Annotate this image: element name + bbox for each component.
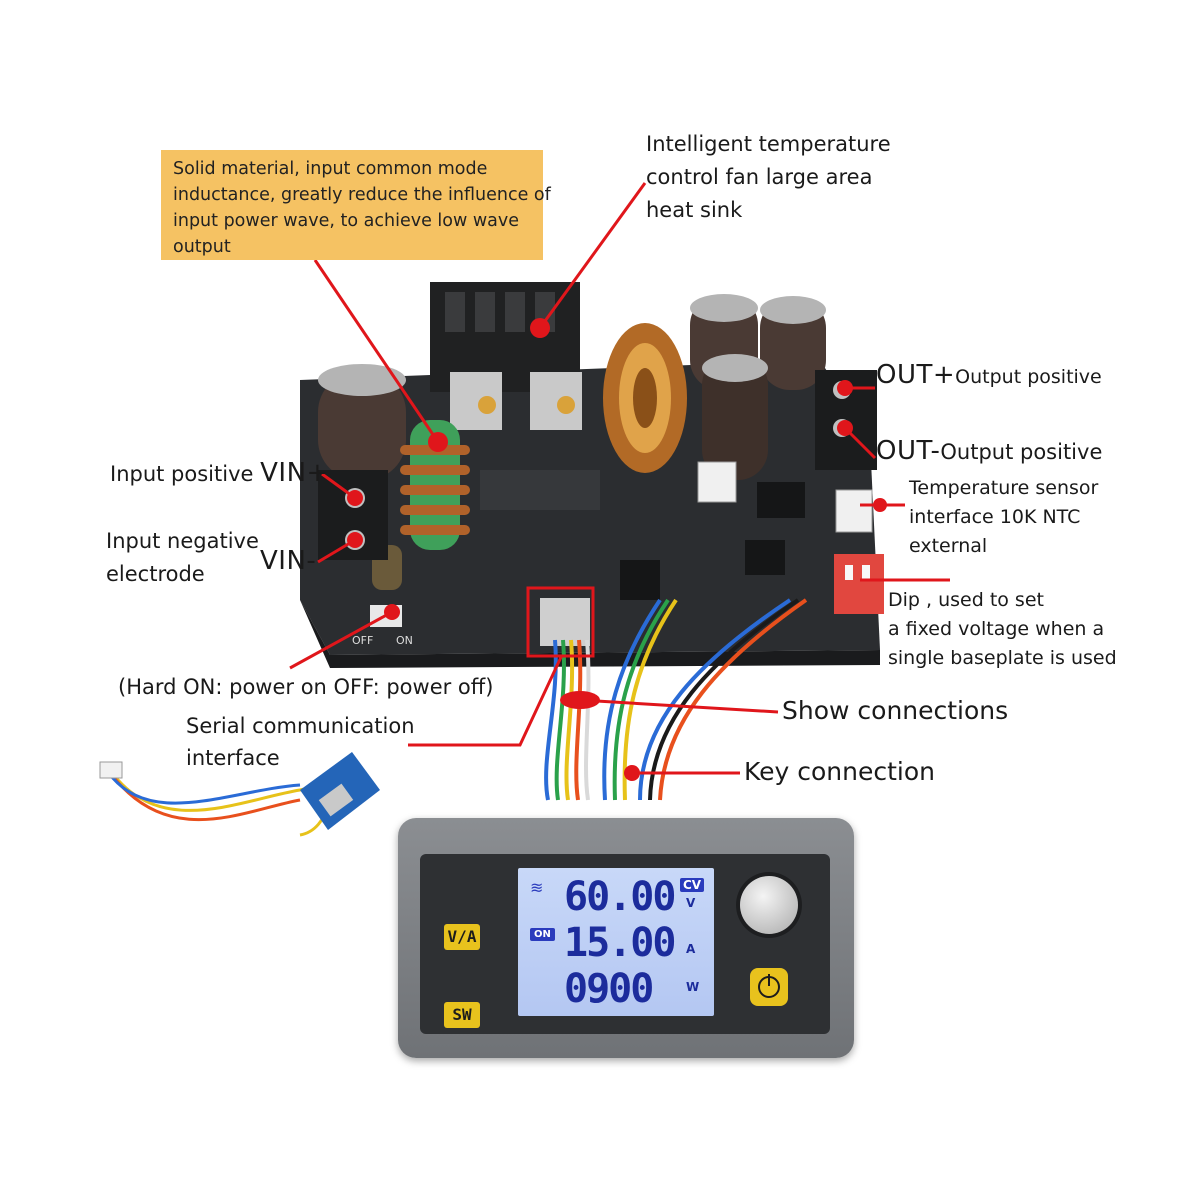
vin-minus-line-1: Input negative [106,529,259,553]
switch-off-label: OFF [352,634,374,647]
out-minus-label: OUT-Output positive [876,436,1102,467]
inductor-note-box: Solid material, input common mode induct… [161,150,551,260]
heat-sink [430,282,582,430]
out-minus-text: Output positive [940,440,1103,464]
out-plus-label: OUT+Output positive [876,360,1102,392]
dip-switch-label: Dip , used to set a fixed voltage when a… [888,586,1117,673]
key-connection-label: Key connection [744,757,936,786]
vin-minus-line-2: electrode [106,562,205,586]
temp-sensor-line-1: Temperature sensor [909,477,1099,499]
dip-line-1: Dip , used to set [888,589,1044,611]
vin-plus-tag: VIN+ [260,458,329,488]
out-plus-text: Output positive [955,366,1102,388]
vin-plus-text: Input positive [110,462,254,486]
unit-v: V [686,896,696,910]
heat-sink-line-2: control fan large area [646,165,873,189]
note-line-1: Solid material, input common mode [173,159,488,179]
power-readout: 0900 [564,966,654,1012]
vin-minus-label: Input negative electrode [106,525,259,591]
on-badge: ON [530,928,555,941]
display-face: V/A SW ≋ ON 60.00 15.00 0900 CV V A W [420,854,830,1034]
serial-interface-label: Serial communication interface [186,710,415,774]
serial-line-2: interface [186,746,280,770]
note-line-4: output [173,237,231,257]
va-button[interactable]: V/A [444,924,480,950]
wifi-module [99,752,380,837]
vin-plus-label: Input positive VIN+ [110,458,329,489]
rotary-knob[interactable] [740,876,798,934]
temp-sensor-line-3: external [909,535,988,557]
current-readout: 15.00 [564,920,676,966]
callout-lines [289,182,950,775]
display-module: V/A SW ≋ ON 60.00 15.00 0900 CV V A W [398,818,854,1058]
hard-switch-label: (Hard ON: power on OFF: power off) [118,675,494,699]
temp-sensor-line-2: interface 10K NTC [909,506,1081,528]
heat-sink-line-1: Intelligent temperature [646,132,891,156]
show-connections-label: Show connections [782,696,1009,725]
dip-line-3: single baseplate is used [888,647,1117,669]
sw-button[interactable]: SW [444,1002,480,1028]
dip-line-2: a fixed voltage when a [888,618,1105,640]
note-line-2: inductance, greatly reduce the influence… [173,185,551,205]
common-mode-inductor [400,420,470,550]
out-minus-tag: OUT- [876,436,941,466]
temp-sensor-label: Temperature sensor interface 10K NTC ext… [909,474,1098,561]
ribbon-wires [544,598,808,801]
lcd-screen: ≋ ON 60.00 15.00 0900 CV V A W [518,868,714,1016]
switch-on-label: ON [396,634,413,647]
note-line-3: input power wave, to achieve low wave [173,211,520,231]
wifi-icon: ≋ [530,878,544,897]
power-icon-bar [768,974,770,986]
callout-dots [347,318,887,781]
heat-sink-line-3: heat sink [646,198,743,222]
voltage-readout: 60.00 [564,874,676,920]
unit-w: W [686,980,700,994]
mode-badge: CV [680,878,705,892]
out-plus-tag: OUT+ [876,360,956,390]
serial-line-1: Serial communication [186,714,415,738]
vin-minus-tag: VIN- [260,546,317,576]
heat-sink-label: Intelligent temperature control fan larg… [646,128,891,227]
electrolytic-capacitors [318,294,826,590]
unit-a: A [686,942,696,956]
toroid-inductor [603,323,687,473]
